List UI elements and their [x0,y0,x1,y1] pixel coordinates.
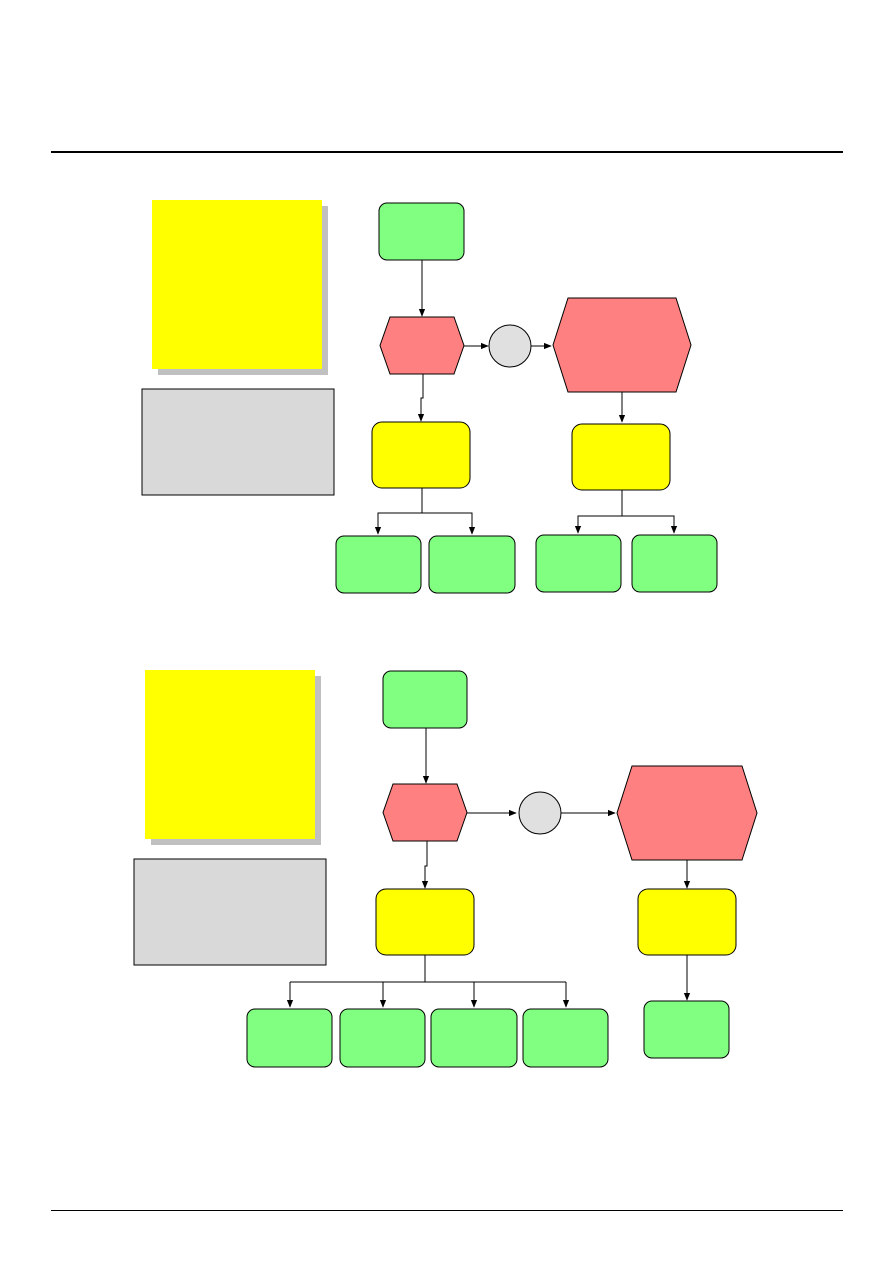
event-event-3 [535,534,622,593]
connector-arrow [422,512,476,535]
connector-connector [488,324,532,368]
note-box [145,670,321,845]
decision-big-decision [616,765,758,861]
connector-line [577,490,623,533]
connector-arrow [417,374,425,422]
event-event-2 [339,1008,426,1068]
header-rule [51,151,843,153]
function-func-left [375,888,475,956]
connector-connector [518,791,562,835]
event-event-5 [643,1000,730,1059]
decision-decision [382,783,468,842]
event-event-2 [428,535,516,594]
event-start [382,670,468,729]
decision-decision [379,316,465,375]
function-func-right [637,888,737,956]
event-event-4 [522,1008,609,1068]
info-box [141,388,335,496]
footer-rule [51,1210,843,1211]
event-event-4 [631,534,718,593]
connector-arrow [421,841,429,889]
event-event-1 [335,535,422,594]
connector-line [377,488,423,534]
decision-big-decision [552,297,692,393]
event-event-1 [246,1008,333,1068]
function-func-left [371,421,471,489]
diagram-1 [141,200,718,594]
diagram-2 [133,670,758,1068]
note-box [152,200,328,375]
info-box [133,858,327,966]
event-event-3 [430,1008,518,1068]
function-func-right [571,423,671,491]
connector-arrow [622,515,678,534]
event-start [378,202,465,261]
